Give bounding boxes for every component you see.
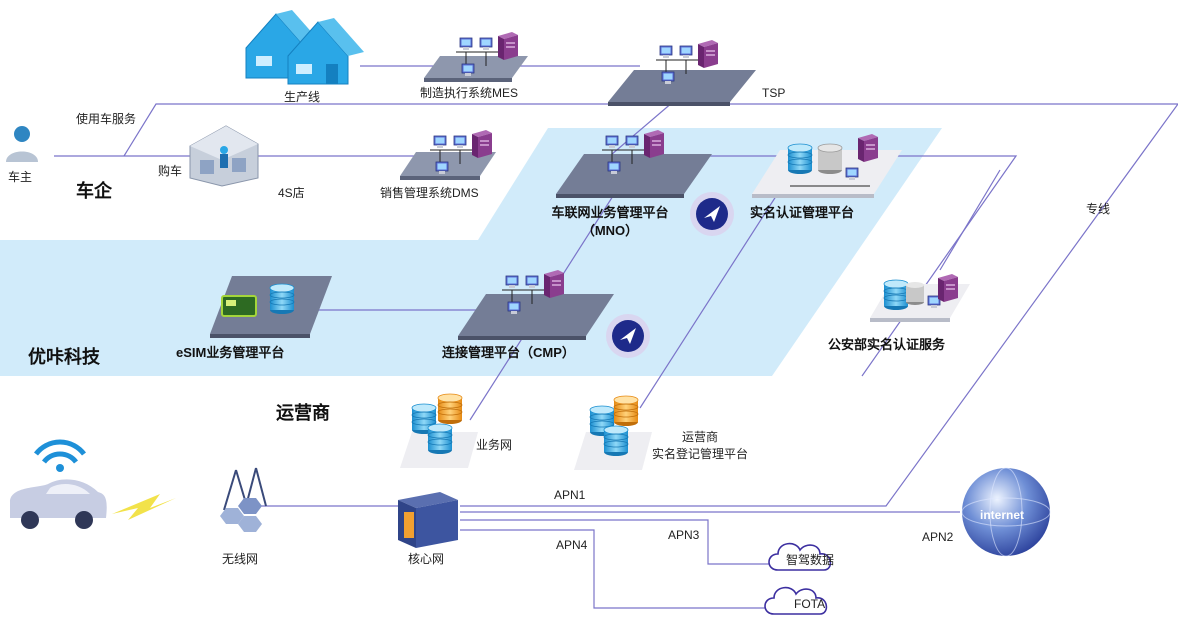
fota-label: FOTA (794, 597, 826, 611)
esim-platform (210, 276, 332, 338)
apn4-label: APN4 (556, 538, 588, 552)
mno-platform (556, 130, 712, 198)
mno-sub-label: （MNO） (581, 223, 639, 238)
operator-registration-db (574, 395, 652, 470)
operator-reg-sub-label: 实名登记管理平台 (651, 447, 748, 461)
mes-platform (424, 32, 528, 82)
apn3-label: APN3 (668, 528, 700, 542)
owner-icon (6, 126, 38, 162)
core-network-icon (398, 492, 458, 548)
mno-label: 车联网业务管理平台 (551, 205, 669, 220)
apn1-label: APN1 (554, 488, 586, 502)
mes-label: 制造执行系统MES (420, 86, 519, 100)
store-4s-label: 4S店 (278, 186, 305, 200)
core-network-label: 核心网 (408, 552, 445, 566)
wireless-network-label: 无线网 (222, 552, 259, 566)
house-icon (245, 10, 364, 85)
realname-platform-label: 实名认证管理平台 (750, 205, 855, 220)
tsp-label: TSP (762, 86, 786, 100)
dedicated-line-label: 专线 (1086, 202, 1111, 216)
signal-bolt-icon (112, 494, 176, 520)
business-network-db (400, 393, 478, 468)
zone-operator-label: 运营商 (276, 403, 330, 423)
cmp-badge-icon (606, 314, 650, 358)
zone-youka-label: 优咔科技 (28, 347, 100, 367)
buy-car-label: 购车 (158, 164, 183, 178)
apn2-label: APN2 (922, 530, 954, 544)
use-car-service-label: 使用车服务 (76, 112, 137, 126)
dms-label: 销售管理系统DMS (380, 186, 479, 200)
internet-label: internet (980, 508, 1025, 522)
internet-globe-icon (961, 467, 1051, 557)
cmp-label: 连接管理平台（CMP） (442, 345, 575, 360)
car-icon (10, 439, 107, 529)
cmp-platform (458, 270, 614, 340)
owner-label: 车主 (8, 170, 33, 184)
police-platform (870, 274, 970, 322)
police-realname-label: 公安部实名认证服务 (828, 337, 946, 352)
mno-badge-icon (690, 192, 734, 236)
production-line-label: 生产线 (284, 90, 321, 104)
realname-platform (752, 134, 902, 198)
esim-platform-label: eSIM业务管理平台 (176, 345, 285, 360)
tsp-platform (608, 40, 756, 106)
zone-car-company-label: 车企 (76, 181, 112, 201)
tower-icon (220, 467, 267, 532)
store-icon (189, 125, 259, 187)
smart-driving-label: 智驾数据 (786, 553, 835, 567)
business-network-label: 业务网 (476, 438, 513, 452)
dms-platform (400, 130, 496, 180)
operator-reg-label: 运营商 (681, 430, 718, 444)
